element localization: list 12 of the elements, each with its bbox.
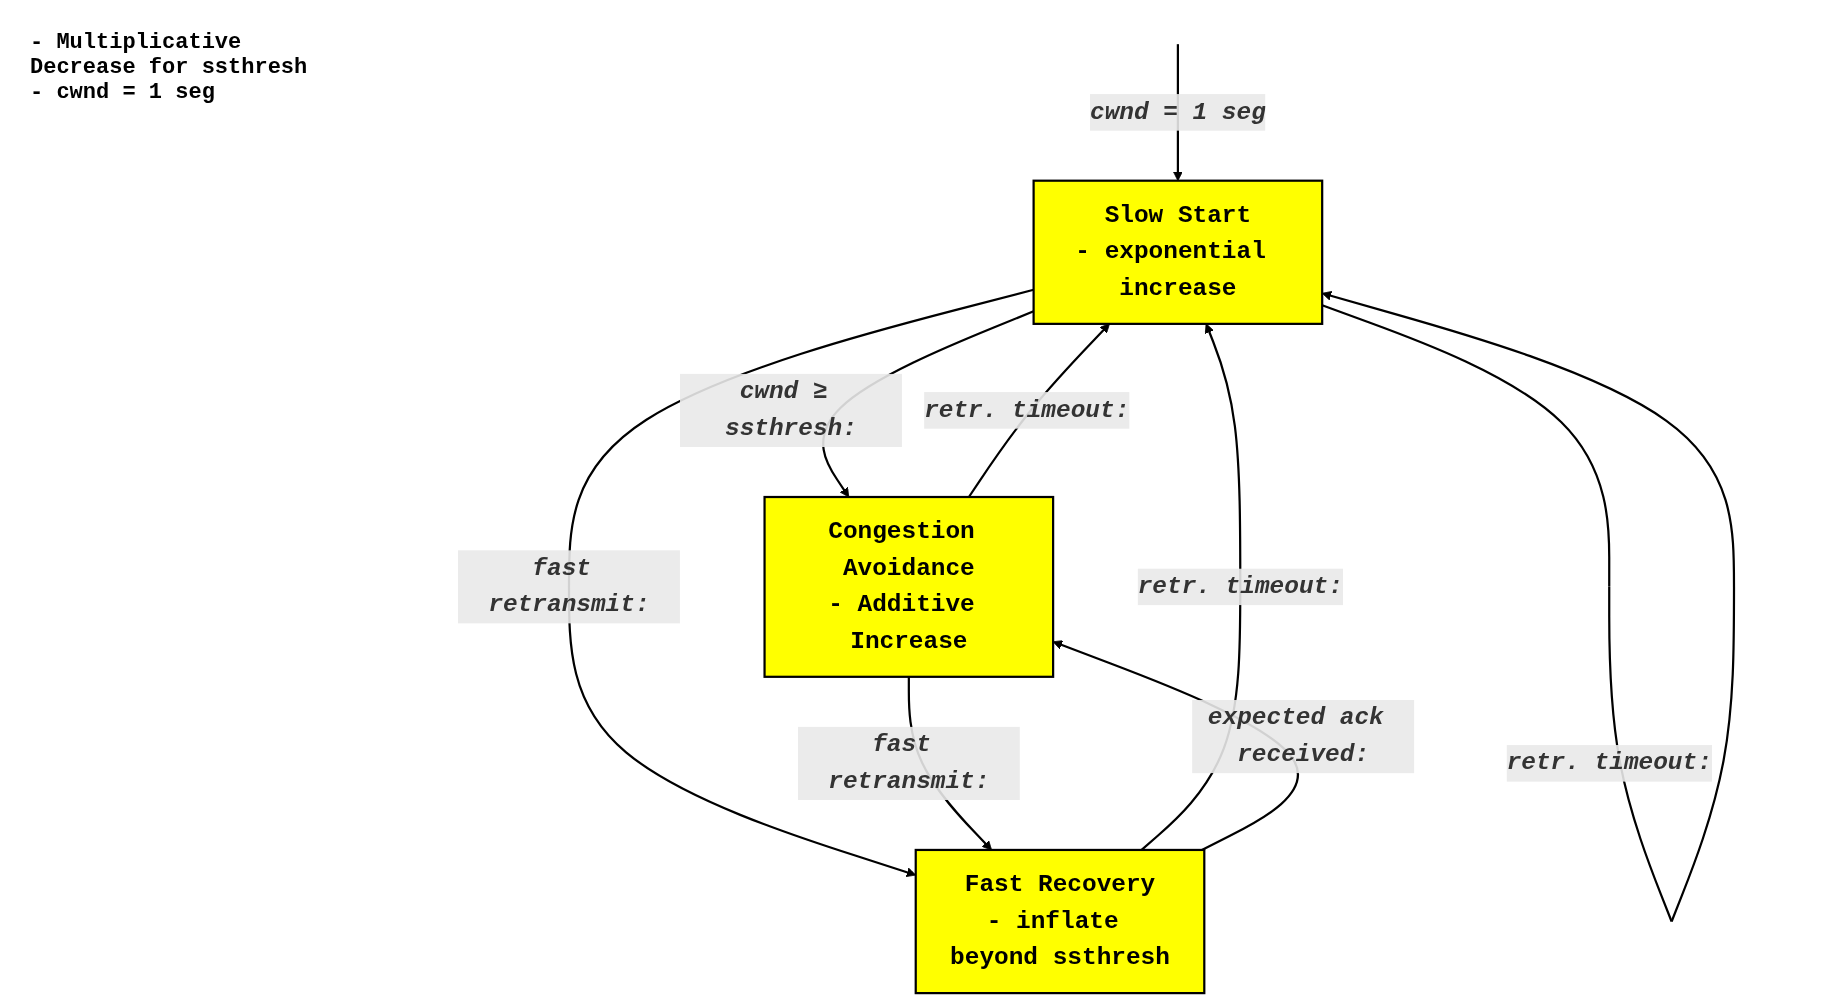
edge-label: retr. timeout: bbox=[924, 396, 1130, 425]
node-box: Fast Recovery - inflate beyond ssthresh bbox=[914, 848, 1206, 995]
edge-label: cwnd ≥ ssthresh: bbox=[725, 378, 857, 443]
node-box: Congestion Avoidance - Additive Increase bbox=[763, 495, 1055, 678]
note-text: - Multiplicative Decrease for ssthresh - cwnd = 1 seg bbox=[30, 30, 309, 105]
edge-label: cwnd = 1 seg bbox=[1089, 98, 1266, 127]
edge-label: retr. timeout: bbox=[1137, 573, 1343, 601]
edge-label: expected ack received: bbox=[1207, 704, 1384, 769]
edge-label: fast retransmit: bbox=[488, 554, 650, 620]
edge-label: fast retransmit: bbox=[828, 731, 990, 796]
node-box: Slow Start - exponential increase bbox=[1032, 179, 1324, 325]
edge-label: retr. timeout: bbox=[1506, 749, 1712, 778]
